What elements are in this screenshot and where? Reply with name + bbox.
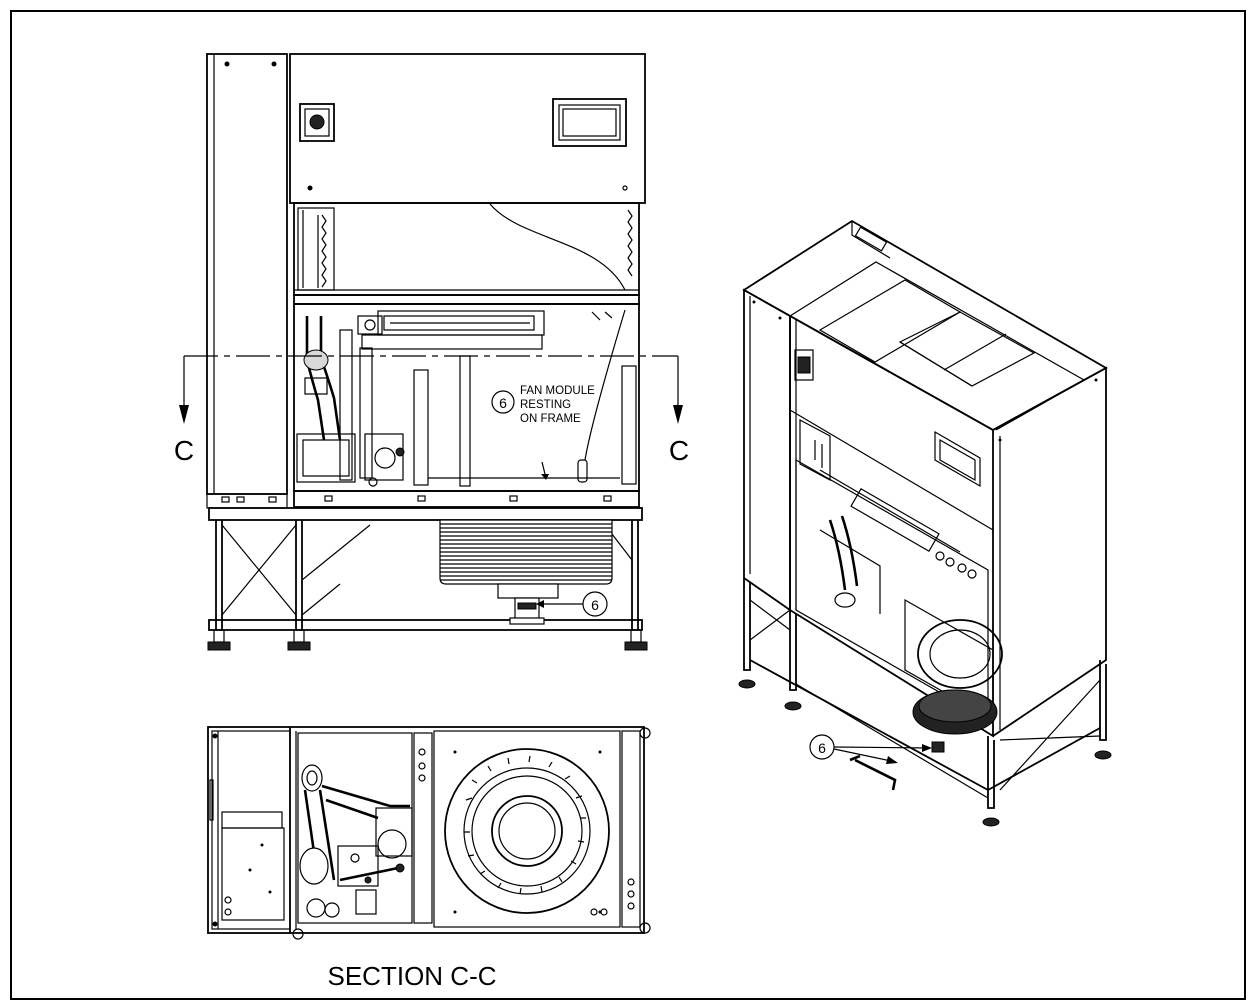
iso-front-face	[789, 314, 994, 738]
iso-stand	[738, 578, 1112, 827]
callout-text-line3: ON FRAME	[520, 413, 581, 425]
section-view	[207, 726, 651, 940]
upper-front-panel	[289, 53, 646, 204]
callout-text-line1: FAN MODULE	[520, 385, 595, 397]
coil-section	[293, 202, 640, 296]
front-view	[206, 53, 648, 651]
section-outline	[207, 726, 645, 934]
section-title: SECTION C-C	[328, 961, 497, 991]
callout-number: 6	[591, 597, 599, 613]
display-screen	[552, 98, 627, 147]
callout-isometric: 6	[809, 734, 932, 764]
callout-text-line2: RESTING	[520, 399, 571, 411]
isometric-view	[738, 219, 1112, 827]
left-side-panel	[206, 53, 288, 495]
callout-number: 6	[499, 395, 507, 411]
callout-number: 6	[818, 740, 826, 756]
floor-stand	[208, 507, 643, 521]
fan-inlet-ring	[444, 748, 610, 914]
fan-module	[439, 519, 613, 625]
iso-display	[934, 430, 981, 488]
callout-lower-front: 6	[536, 591, 608, 617]
callout-balloon	[582, 591, 608, 617]
section-marker-left: C	[174, 435, 194, 466]
section-marker-right: C	[669, 435, 689, 466]
callout-balloon	[491, 390, 515, 414]
drawing-border	[10, 10, 1246, 1000]
callout-fan-module: 6 FAN MODULE RESTING ON FRAME	[491, 385, 595, 425]
section-cut-line	[179, 355, 683, 424]
disconnect-switch	[299, 103, 335, 142]
